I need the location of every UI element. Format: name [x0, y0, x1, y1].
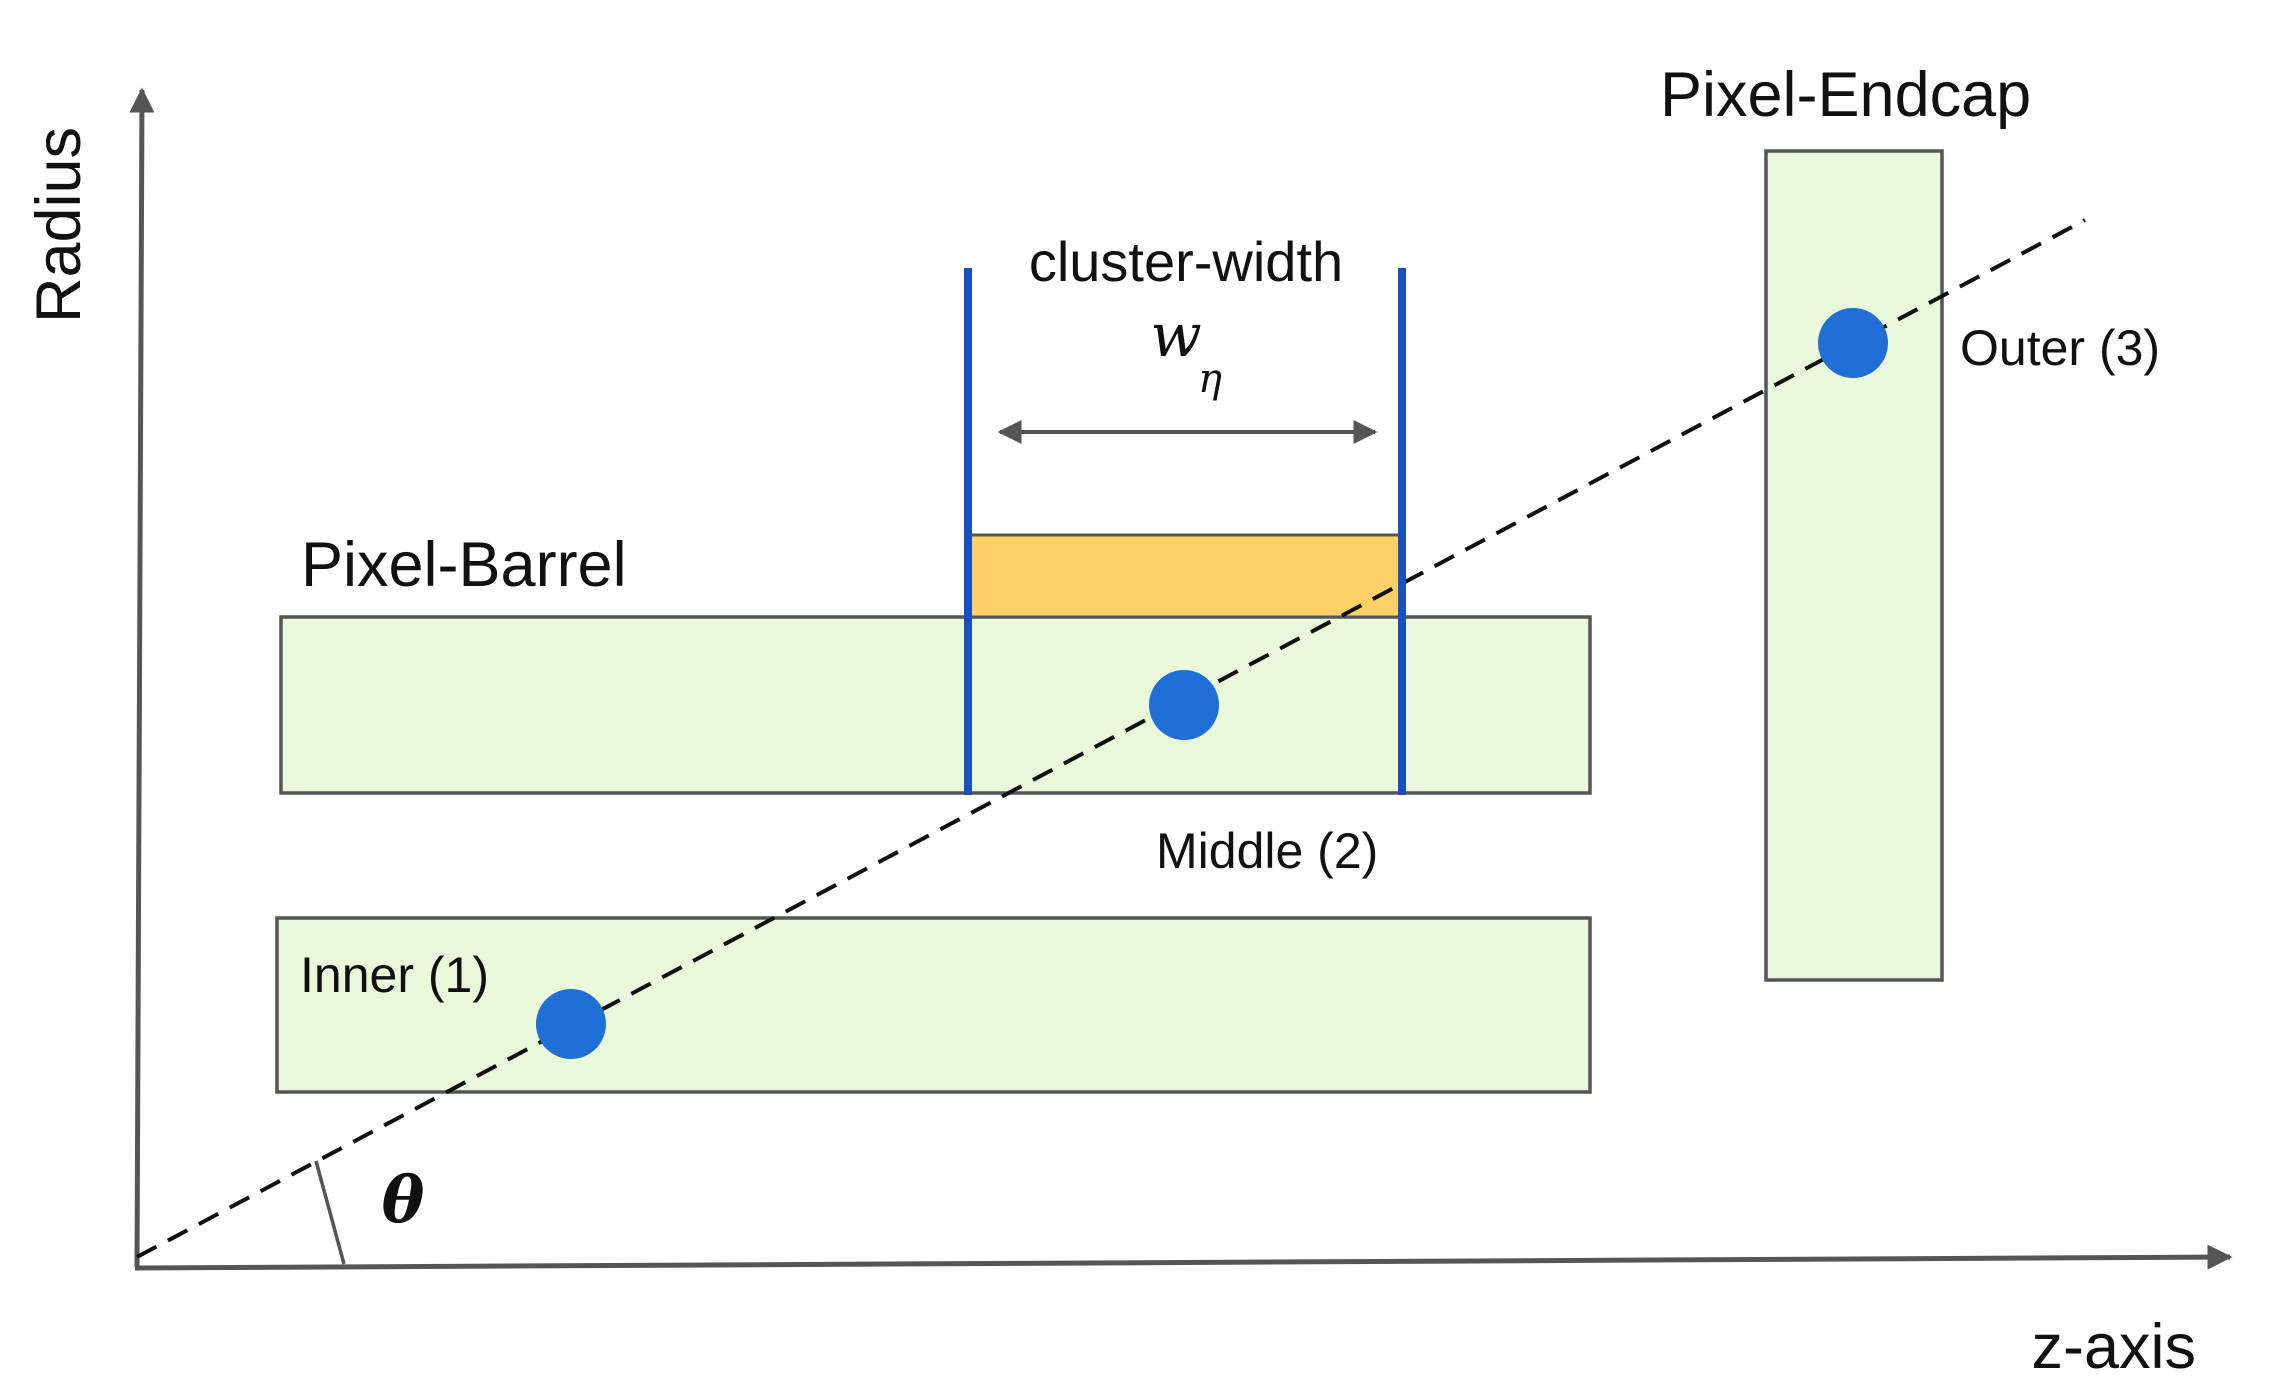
- barrel-middle-module: [279, 615, 1592, 795]
- hit-inner-label: Inner (1): [300, 947, 489, 1003]
- track-line: [136, 218, 2086, 1259]
- pixel-barrel-label: Pixel-Barrel: [301, 530, 627, 600]
- z-axis-label: z-axis: [2031, 1312, 2196, 1382]
- cluster-width-symbol: w: [1150, 301, 1201, 371]
- endcap-module: [1764, 149, 1944, 982]
- cluster-width-subscript: η: [1198, 356, 1222, 402]
- pixel-endcap-label: Pixel-Endcap: [1660, 60, 2031, 130]
- angle-arc: [314, 1160, 346, 1265]
- z-axis: [134, 1244, 2233, 1271]
- hit-outer-label: Outer (3): [1960, 320, 2160, 376]
- barrel-inner-module: [275, 916, 1592, 1094]
- cluster-width-title: cluster-width: [1029, 230, 1343, 293]
- hit-inner: [536, 989, 606, 1059]
- theta-symbol: θ: [382, 1163, 425, 1238]
- hit-middle: [1149, 670, 1219, 740]
- radius-axis-label: Radius: [24, 127, 94, 323]
- hit-outer: [1818, 308, 1888, 378]
- hit-middle-label: Middle (2): [1156, 823, 1378, 879]
- radius-axis: [129, 87, 155, 1268]
- cluster-box: [968, 533, 1402, 619]
